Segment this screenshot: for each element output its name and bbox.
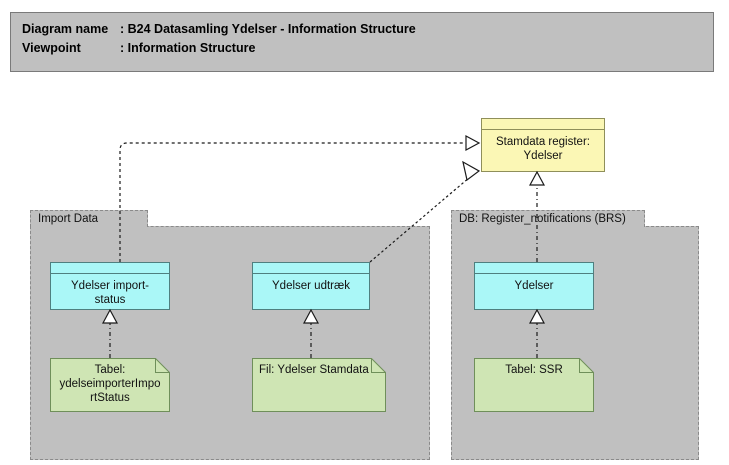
group-import-data-tab: Import Data <box>30 210 148 227</box>
tabel-ssr-label: Tabel: SSR <box>505 364 563 376</box>
header-label-diagram-name: Diagram name <box>22 22 109 36</box>
fil-ydelser-stamdata-label: Fil: Ydelser Stamdata <box>259 364 369 376</box>
ydelser-import-status-header-bar <box>51 263 169 274</box>
group-import-data-label: Import Data <box>38 213 99 225</box>
group-db-register-notifications-label: DB: Register_notifications (BRS) <box>459 213 626 225</box>
header-label-viewpoint: Viewpoint <box>22 41 81 55</box>
ydelser-label: Ydelser <box>514 280 554 292</box>
node-stamdata-register-ydelser[interactable]: Stamdata register: Ydelser <box>481 118 605 172</box>
header-row-diagram-name: Diagram name : B24 Datasamling Ydelser -… <box>22 20 713 39</box>
ydelser-import-status-label: Ydelser import- status <box>71 280 149 306</box>
group-db-register-notifications[interactable]: DB: Register_notifications (BRS) <box>451 210 699 460</box>
ydelser-header-bar <box>475 263 593 274</box>
header-row-viewpoint: Viewpoint : Information Structure <box>22 39 713 58</box>
node-ydelser[interactable]: Ydelser <box>474 262 594 310</box>
node-ydelser-udtraek[interactable]: Ydelser udtræk <box>252 262 370 310</box>
ydelser-udtraek-header-bar <box>253 263 369 274</box>
diagram-header-banner: Diagram name : B24 Datasamling Ydelser -… <box>10 12 714 72</box>
stamdata-register-header-bar <box>482 119 604 130</box>
header-value-diagram-name: : B24 Datasamling Ydelser - Information … <box>120 22 416 36</box>
artifact-note-shape-2 <box>252 358 386 412</box>
group-db-register-notifications-tab: DB: Register_notifications (BRS) <box>451 210 645 227</box>
stamdata-register-label: Stamdata register: Ydelser <box>496 136 590 162</box>
ydelser-udtraek-label: Ydelser udtræk <box>272 280 350 292</box>
node-tabel-ydelseimporter-import-status[interactable]: Tabel: ydelseimporterImpo rtStatus <box>50 358 170 412</box>
artifact-note-shape-1 <box>50 358 170 412</box>
tabel-ydelseimporter-import-status-label: Tabel: ydelseimporterImpo rtStatus <box>59 364 161 404</box>
header-value-viewpoint: : Information Structure <box>120 41 256 55</box>
node-fil-ydelser-stamdata[interactable]: Fil: Ydelser Stamdata <box>252 358 386 412</box>
artifact-note-shape-3 <box>474 358 594 412</box>
node-tabel-ssr[interactable]: Tabel: SSR <box>474 358 594 412</box>
group-import-data[interactable]: Import Data <box>30 210 430 460</box>
node-ydelser-import-status[interactable]: Ydelser import- status <box>50 262 170 310</box>
